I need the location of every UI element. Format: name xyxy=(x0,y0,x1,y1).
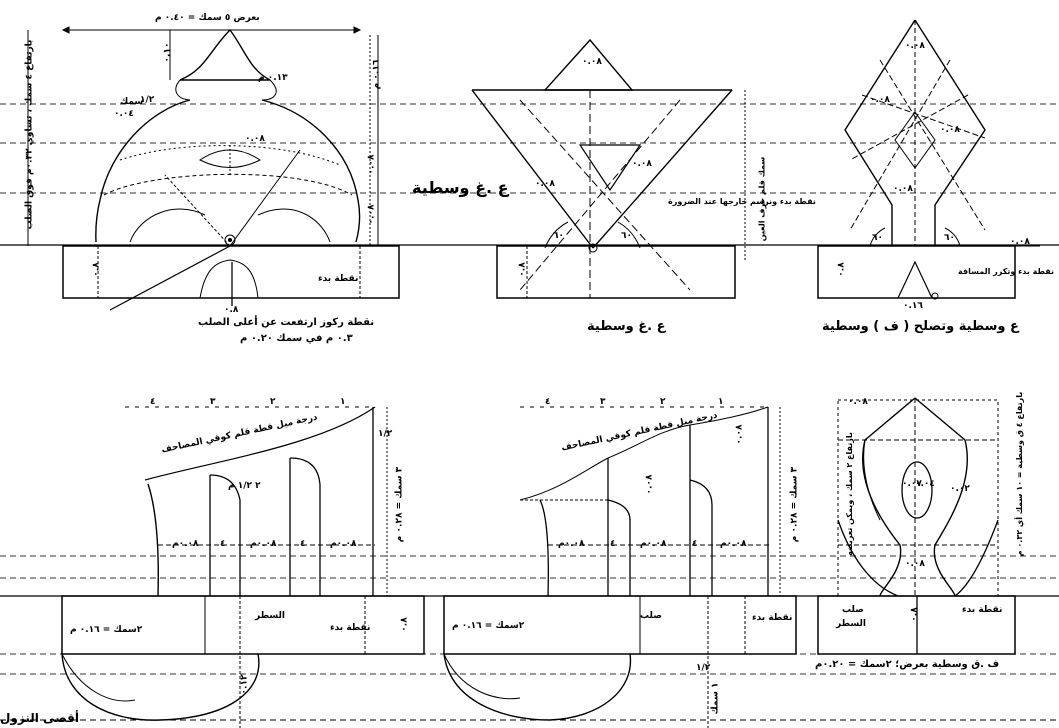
bl-seg-a: ٠.٠٨م xyxy=(172,539,199,549)
tl-d13: ٠.١٣ م xyxy=(258,73,288,83)
figure-top-left xyxy=(27,26,400,311)
bm-half-frac: ١/٢ xyxy=(696,663,711,673)
bl-half-frac: ١/٢ xyxy=(378,429,393,439)
tr-d08c: ٠.٠٨ xyxy=(870,95,890,105)
bl-drop-12: ٠.١٢ xyxy=(239,674,250,695)
tl-samk: سمك xyxy=(120,97,144,107)
note-left-line2: ٠.٣ م في سمك ٠.٢٠ م xyxy=(240,333,353,344)
br-sulb: صلب xyxy=(842,605,864,615)
tl-start-point: نقطة بدء xyxy=(318,274,359,284)
caption-top-right: ع وسطية وتصلح ( ف ) وسطية xyxy=(822,319,1019,334)
caption-top-mid: ع .غ وسطية xyxy=(587,319,666,334)
bm-drop-note: ١ سمك xyxy=(710,682,721,715)
tm-d08c: ٠.٠٨ xyxy=(535,179,555,189)
br-line: السطر xyxy=(836,619,866,629)
bl-scale-2: ٢ xyxy=(270,397,276,407)
base-block xyxy=(62,245,400,299)
tl-d08c: ٠.٠٨ xyxy=(245,134,265,144)
bl-start-point: نقطة بدء xyxy=(330,623,371,633)
bl-seg-d: ٤ xyxy=(300,539,306,549)
bm-seg-b: ٤ xyxy=(610,539,616,549)
figure-bottom-left xyxy=(61,406,425,728)
br-d04: ٠.٠٤ xyxy=(915,479,935,489)
note-left-line1: نقطة ركوز ارتفعت عن أعلى الصلب xyxy=(198,317,375,328)
tr-angle-b: ٦٠ xyxy=(944,233,955,243)
bl-scale-4: ٤ xyxy=(150,397,156,407)
br-d08: ٠.٠٨ xyxy=(905,559,925,569)
bl-base-thick: ٢سمك = ٠.١٦ م xyxy=(70,625,143,635)
tr-d08d: ٠.٠٨ xyxy=(893,184,913,194)
tl-base-08: ٠.٨ xyxy=(91,262,102,277)
bm-base-thick: ٢سمك = ٠.١٦ م xyxy=(452,621,525,631)
br-d02: ٠.٠٢ xyxy=(950,484,970,494)
br-top-08: ٠.٠٨ xyxy=(848,397,868,407)
tr-d08e: ٠.٠٨ xyxy=(1010,237,1030,247)
bm-scale-1: ١ xyxy=(718,397,724,407)
bl-line: السطر xyxy=(255,611,285,621)
tl-d16: ٠.١٦ م xyxy=(371,59,382,90)
bm-sulb: صلب xyxy=(640,611,662,621)
tm-side-note: سمك قلم حرف العين xyxy=(757,156,767,242)
bl-seg-b: ٤ xyxy=(220,539,226,549)
tm-base-08: ٠.٨ xyxy=(517,262,528,277)
bl-side-08: ٠.٨ xyxy=(399,617,410,632)
br-right-note: بارتفاع ٤ ق وسطية = ١٠ سمك أي ٠.٣٢ م xyxy=(1015,391,1024,557)
figure-bottom-right xyxy=(817,397,1016,655)
bm-scale-2: ٢ xyxy=(660,397,666,407)
bm-scale-4: ٤ xyxy=(545,397,551,407)
tm-angle-b: ٦٠ xyxy=(621,231,632,241)
bm-seg-a: ٠.٠٨م xyxy=(558,539,585,549)
tl-samk04: ٠.٠٤ xyxy=(114,109,134,119)
tm-angle-a: ٦٠ xyxy=(553,231,564,241)
figure-top-right xyxy=(817,19,1040,300)
tr-d08a: ٠.٠٨ xyxy=(905,41,925,51)
bm-v08a: ٠.٠٨ xyxy=(644,474,655,495)
bl-seg-c: ٠.٠٨م xyxy=(250,539,277,549)
tm-start-note: نقطة بدء ونرسم خارجها عند الضرورة xyxy=(668,197,816,206)
figure-top-mid xyxy=(471,38,746,299)
bl-scale-3: ٣ xyxy=(210,397,216,407)
caption-bottom-right: ف .ق وسطية بعرض؛ ٢سمك = ٠.٢٠م xyxy=(815,659,1000,670)
tl-width-dim: بعرض ٥ سمك = ٠.٤٠ م xyxy=(155,13,260,23)
br-left-note: بارتفاع ٢ سمك ، ويمكن تعريضه xyxy=(845,432,854,556)
br-start-point: نقطة بدء xyxy=(962,605,1003,615)
bl-height-dim: ٣ سمك = ٠.٢٨ م xyxy=(394,466,405,543)
bm-height-dim: ٣ سمك = ٠.٢٨ م xyxy=(789,466,800,543)
tm-d08b: ٠.٠٨ xyxy=(632,159,652,169)
tl-d10: ٠.١٠ xyxy=(162,42,173,63)
bl-seg-e: ٠.٠٨م xyxy=(330,539,357,549)
caption-top-left: ع .غ وسطية xyxy=(412,178,509,197)
bl-half-note: ٢ ١/٢ م xyxy=(228,481,261,491)
tl-d08b: ٠.٠٨ xyxy=(366,204,377,225)
tl-height-dim: بارتفاع ٤ سمك ، تساوي ٠.٣٢م فوق الصلب xyxy=(24,39,35,230)
bm-seg-c: ٠.٠٨م xyxy=(640,539,667,549)
tl-base-08b: ٠.٨ xyxy=(224,305,239,315)
tl-d08a: ٠.٠٨ xyxy=(366,154,377,175)
figure-bottom-mid xyxy=(443,406,797,728)
caption-max-drop: أقصى النزول xyxy=(0,711,79,725)
bm-scale-3: ٣ xyxy=(600,397,606,407)
tr-d08b: ٠.٠٨ xyxy=(940,125,960,135)
bm-v08b: ٠.٠٨ xyxy=(734,424,745,445)
bm-start-point: نقطة بدء xyxy=(752,613,793,623)
tr-start-note: نقطة بدء وتكرر المسافة xyxy=(958,267,1055,276)
bm-seg-e: ٠.٠٨م xyxy=(720,539,747,549)
tr-base-08: ٠.٨ xyxy=(836,262,847,277)
br-d07: ٠.٠٧ xyxy=(902,479,922,489)
bm-seg-d: ٤ xyxy=(692,539,698,549)
bl-scale-1: ١ xyxy=(340,397,346,407)
br-base-08: ٠.٨ xyxy=(909,607,920,622)
tr-angle-a: ٦٠ xyxy=(872,233,883,243)
tr-d16: ٠.١٦ xyxy=(903,301,923,311)
tl-half: ١/٢ xyxy=(140,95,155,105)
tm-d08a: ٠.٠٨ xyxy=(582,57,602,67)
